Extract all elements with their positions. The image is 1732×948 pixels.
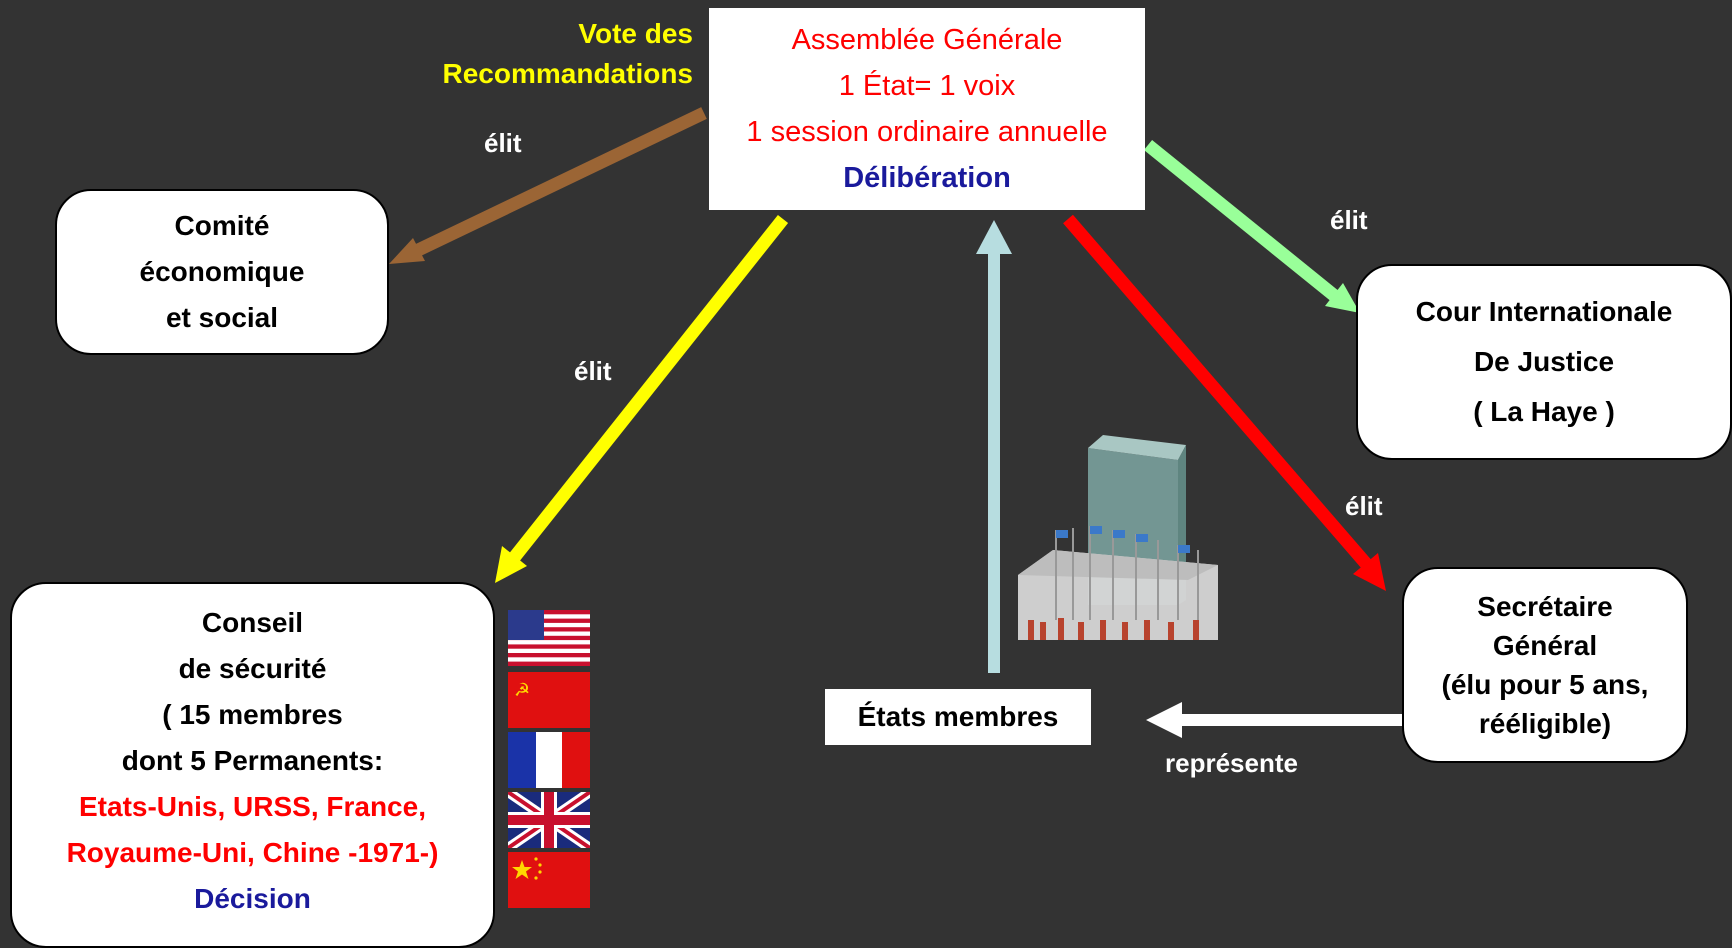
secretary-general-box: Secrétaire Général (élu pour 5 ans, réél…: [1402, 567, 1688, 763]
secretary-line3: (élu pour 5 ans,: [1441, 669, 1649, 700]
security-council-box: Conseil de sécurité ( 15 membres dont 5 …: [10, 582, 495, 948]
ecosoc-line1: Comité: [174, 210, 270, 241]
assembly-voting-rule: 1 État= 1 voix: [838, 70, 1016, 102]
arrow-assembly-to-court: [1143, 139, 1360, 313]
council-line4: dont 5 Permanents:: [121, 745, 384, 776]
us-flag-icon: [508, 610, 590, 666]
court-box: Cour Internationale De Justice ( La Haye…: [1356, 264, 1732, 460]
ecosoc-box: Comité économique et social: [55, 189, 389, 355]
assembly-title: Assemblée Générale: [791, 24, 1063, 56]
france-flag-icon: [508, 732, 590, 788]
un-headquarters-icon: [1018, 435, 1218, 640]
uk-flag-icon: [508, 792, 590, 848]
label-elects-council: élit: [574, 356, 612, 386]
secretary-line1: Secrétaire: [1477, 591, 1613, 622]
label-represents: représente: [1165, 748, 1298, 778]
assembly-role: Délibération: [843, 162, 1011, 194]
vote-label-line1: Vote des: [578, 18, 693, 49]
court-line2: De Justice: [1473, 346, 1615, 377]
vote-label-line2: Recommandations: [442, 58, 694, 89]
arrow-assembly-to-ecosoc: [389, 107, 707, 264]
member-states-label: États membres: [857, 701, 1059, 732]
ecosoc-line3: et social: [165, 302, 279, 333]
general-assembly-box: Assemblée Générale 1 État= 1 voix 1 sess…: [709, 8, 1145, 210]
court-line1: Cour Internationale: [1415, 296, 1673, 327]
court-line3: ( La Haye ): [1473, 396, 1615, 427]
ussr-flag-icon: ☭: [508, 672, 590, 728]
label-elects-court: élit: [1330, 205, 1368, 235]
label-elects-ecosoc: élit: [484, 128, 522, 158]
council-line3: ( 15 membres: [162, 699, 343, 730]
arrow-assembly-to-council: [495, 214, 789, 583]
assembly-session: 1 session ordinaire annuelle: [746, 116, 1108, 148]
council-line1: Conseil: [201, 607, 304, 638]
secretary-line2: Général: [1492, 630, 1598, 661]
arrow-states-to-assembly: [976, 220, 1012, 673]
council-members-2: Royaume-Uni, Chine -1971-): [66, 837, 439, 868]
council-members-1: Etats-Unis, URSS, France,: [79, 791, 426, 822]
council-line2: de sécurité: [178, 653, 327, 684]
arrow-assembly-to-secretary: [1063, 214, 1386, 591]
ecosoc-line2: économique: [139, 256, 305, 287]
svg-text:☭: ☭: [514, 680, 530, 701]
china-flag-icon: [508, 852, 590, 908]
label-elects-secretary: élit: [1345, 491, 1383, 521]
member-states-box: États membres: [825, 689, 1091, 745]
vote-label: Vote des Recommandations: [443, 14, 694, 94]
secretary-line4: rééligible): [1478, 708, 1612, 739]
arrow-secretary-to-states: [1146, 702, 1402, 738]
council-role: Décision: [194, 883, 311, 914]
